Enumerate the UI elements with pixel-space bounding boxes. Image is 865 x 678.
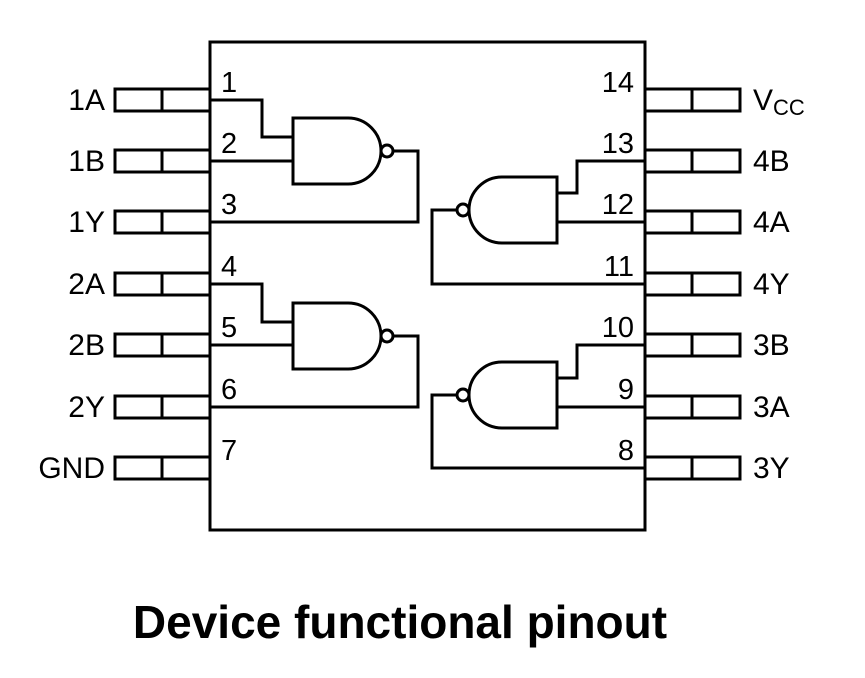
pin-left-5: 2B 5 [68, 312, 237, 362]
wire-output-pin6 [210, 334, 420, 409]
pin-left-7: GND 7 [38, 435, 237, 485]
nand-gate-1 [210, 98, 420, 224]
pin-name-label: 2A [68, 268, 105, 301]
inversion-bubble [379, 328, 395, 344]
nand-body [467, 360, 559, 430]
nand-gate-3 [430, 343, 645, 470]
pin-name-label: 4A [753, 206, 790, 239]
pin-name-label: 3Y [753, 452, 790, 485]
wire-output-pin8 [430, 393, 645, 470]
pin-name-label: 1A [68, 84, 105, 117]
pin-number-label: 13 [602, 128, 634, 160]
pin-number-label: 7 [221, 435, 237, 467]
pin-right-10: 3B 10 [602, 312, 790, 362]
nand-body [291, 301, 383, 371]
pin-name-label: 1Y [68, 206, 105, 239]
pin-name-label: 2Y [68, 391, 105, 424]
pin-name-label: 3A [753, 391, 790, 424]
pin-right-14: VCC 14 [602, 67, 805, 120]
wire-output-pin3 [210, 149, 420, 224]
wire-input-pin10 [557, 343, 645, 380]
pin-number-label: 14 [602, 67, 634, 99]
pin-right-11: 4Y 11 [604, 251, 790, 301]
inversion-bubble [455, 387, 471, 403]
ic-body [208, 40, 647, 532]
pin-left-4: 2A 4 [68, 251, 237, 301]
nand-gate-4 [430, 159, 645, 286]
pin-number-label: 3 [221, 189, 237, 221]
pin-left-6: 2Y 6 [68, 374, 237, 424]
vcc-subscript: CC [773, 95, 805, 120]
pin-name-label: VCC [753, 84, 805, 120]
pin-number-label: 1 [221, 67, 237, 99]
pin-number-label: 6 [221, 374, 237, 406]
pin-right-8: 3Y 8 [618, 435, 790, 485]
pin-number-label: 5 [221, 312, 237, 344]
wire-output-pin11 [430, 208, 645, 286]
pin-left-3: 1Y 3 [68, 189, 237, 239]
inversion-bubble [379, 143, 395, 159]
wire-input-pin4 [210, 282, 293, 324]
pin-number-label: 9 [618, 374, 634, 406]
nand-body [291, 116, 383, 186]
pin-left-2: 1B 2 [68, 128, 237, 178]
pin-right-13: 4B 13 [602, 128, 790, 178]
pin-number-label: 2 [221, 128, 237, 160]
wire-input-pin1 [210, 98, 293, 139]
pin-name-label: GND [38, 452, 105, 485]
pin-number-label: 11 [604, 251, 634, 283]
pin-name-label: 3B [753, 329, 790, 362]
pin-number-label: 12 [602, 189, 634, 221]
nand-body [467, 175, 559, 245]
pin-name-label: 4Y [753, 268, 790, 301]
pin-right-12: 4A 12 [602, 189, 790, 239]
diagram-title: Device functional pinout [133, 596, 667, 648]
inversion-bubble [455, 202, 471, 218]
pin-number-label: 4 [221, 251, 237, 283]
pin-name-label: 1B [68, 145, 105, 178]
pin-name-label: 4B [753, 145, 790, 178]
vcc-base: V [753, 84, 773, 117]
wire-input-pin13 [557, 159, 645, 195]
nand-gate-2 [210, 282, 420, 409]
pin-number-label: 10 [602, 312, 634, 344]
pin-number-label: 8 [618, 435, 634, 467]
pin-name-label: 2B [68, 329, 105, 362]
